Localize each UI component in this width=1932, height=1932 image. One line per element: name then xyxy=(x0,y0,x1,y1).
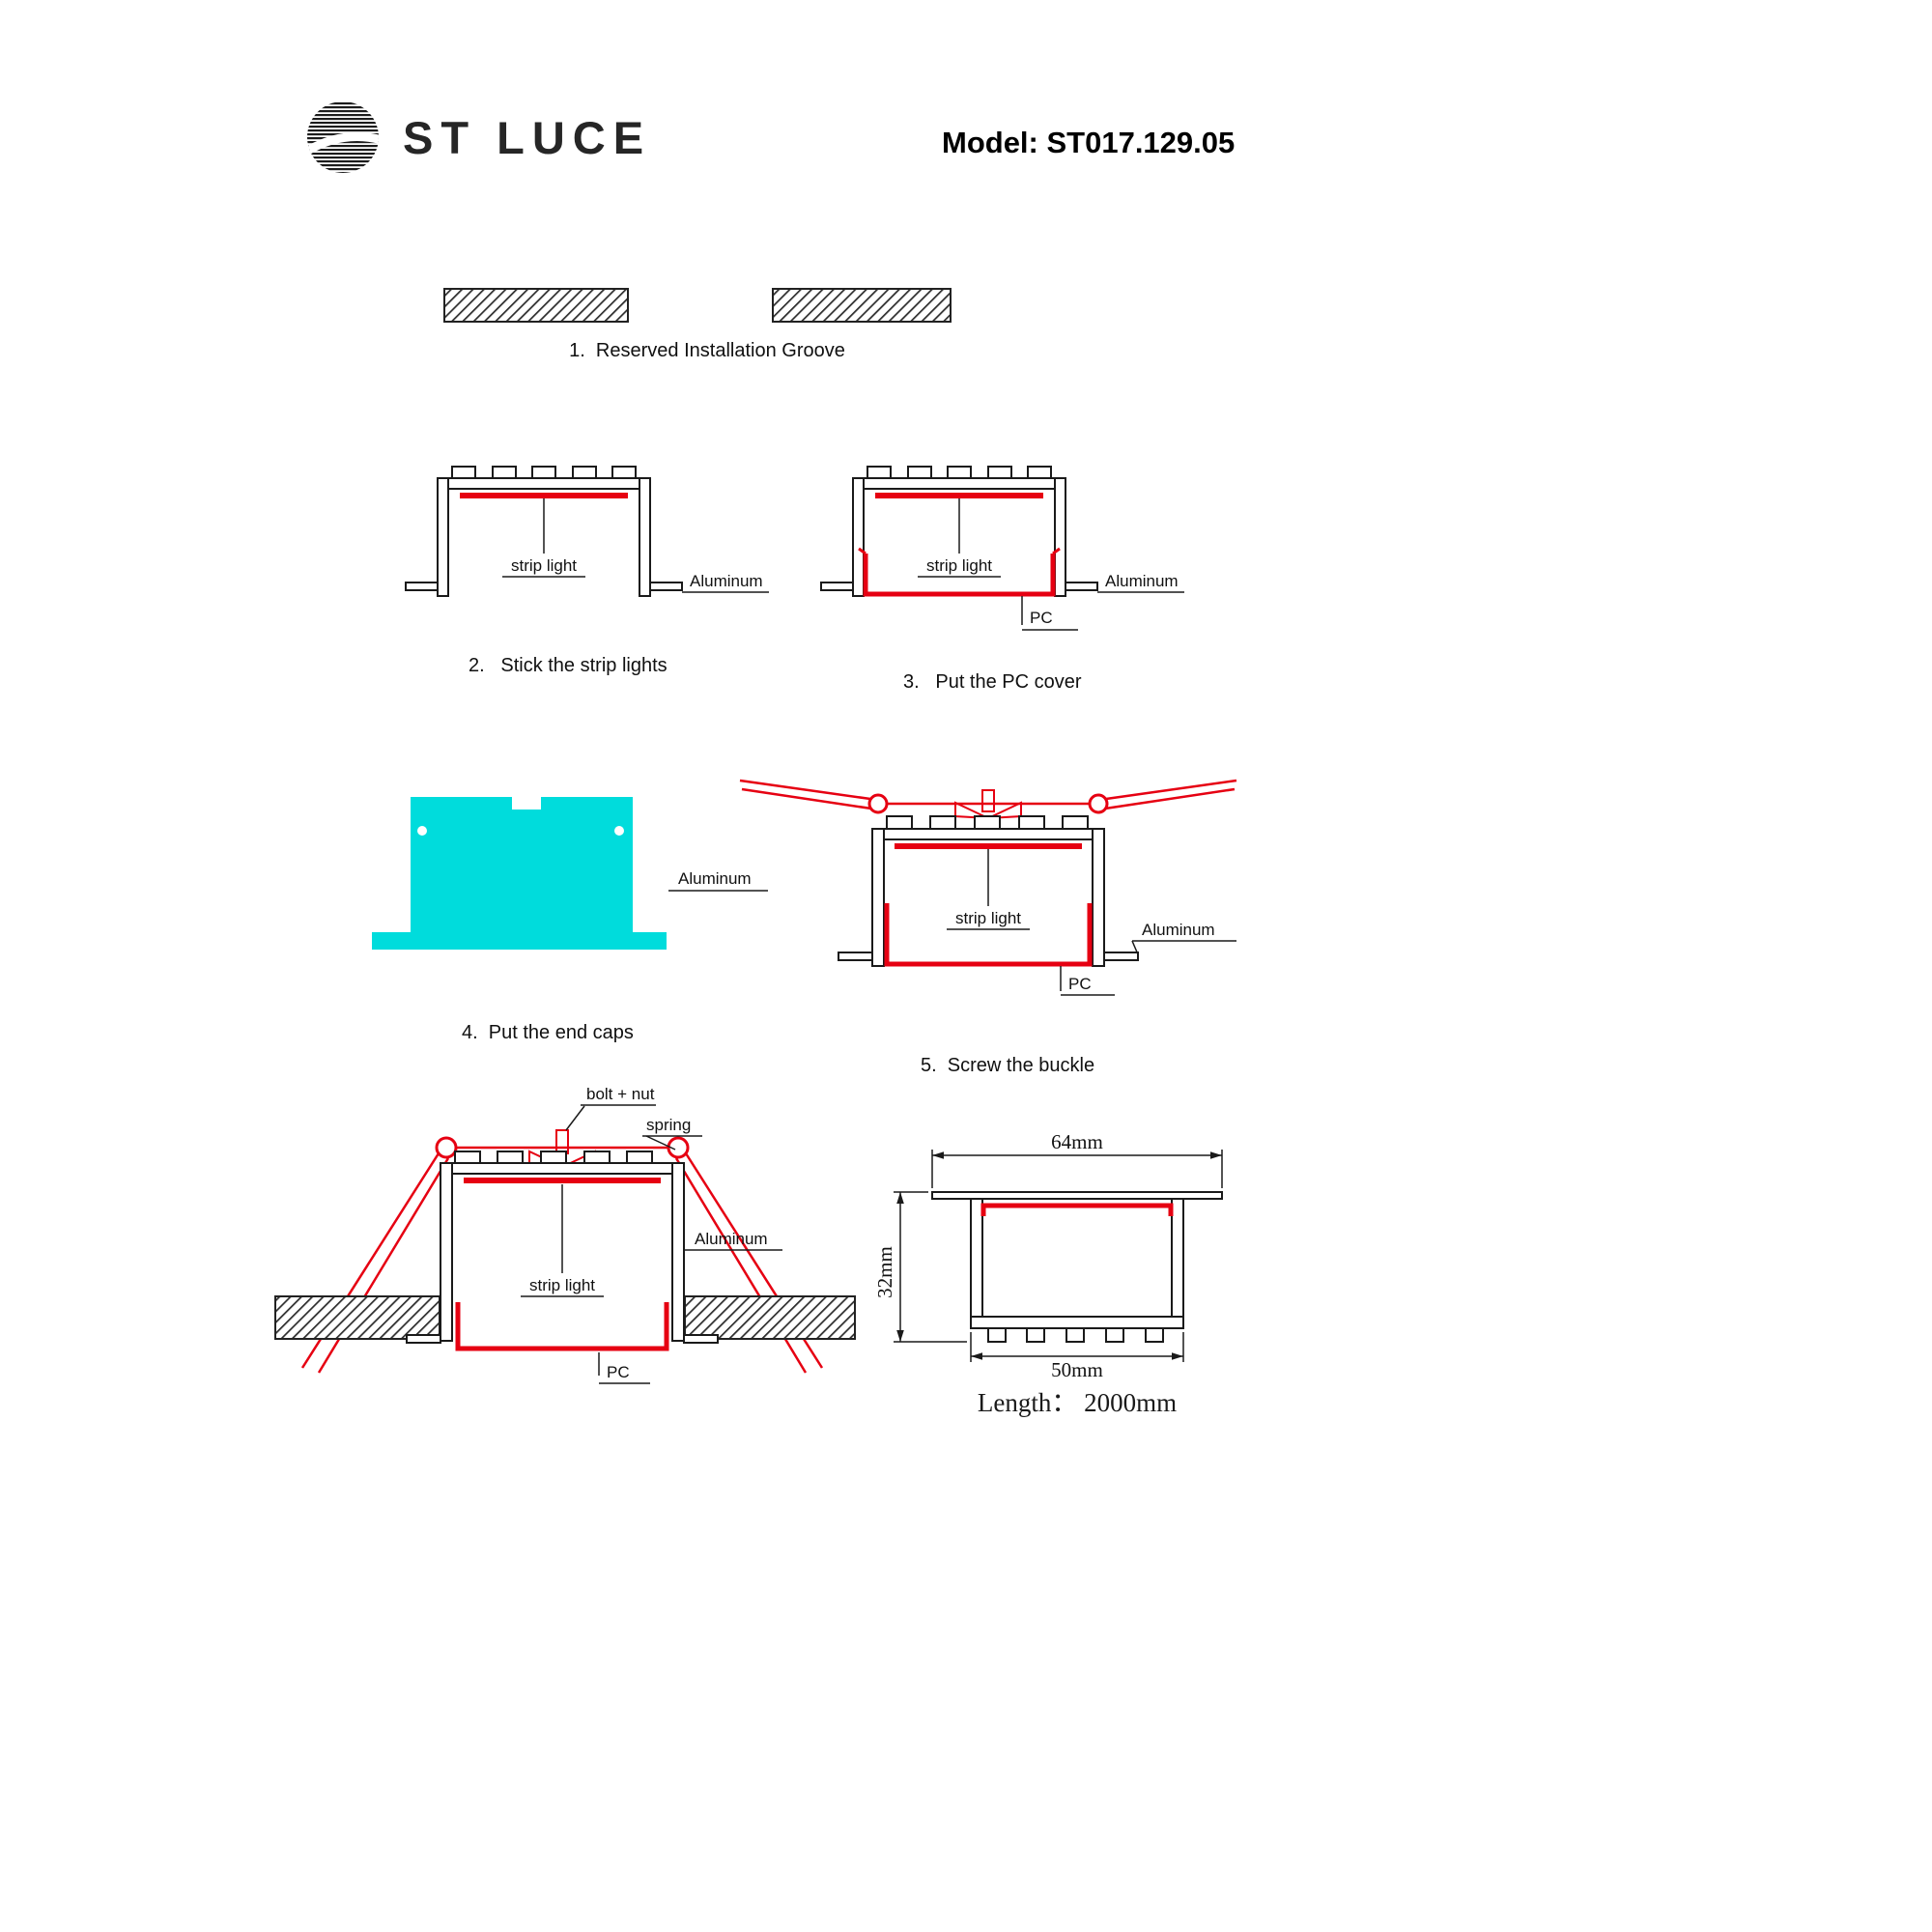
step3-caption: 3. Put the PC cover xyxy=(903,671,1082,693)
wing-nut xyxy=(954,801,1022,819)
pc-cover xyxy=(863,554,1056,597)
strip-light-bar xyxy=(875,493,1043,498)
step2-caption: 2. Stick the strip lights xyxy=(469,655,668,676)
aluminum-label: Aluminum xyxy=(678,869,752,888)
brand-lockup: ST LUCE xyxy=(304,99,651,176)
pc-cover-hooks xyxy=(858,547,1061,555)
model-number: Model: ST017.129.05 xyxy=(942,126,1236,159)
stluce-logo-icon xyxy=(307,101,379,173)
bolt-nut-label: bolt + nut xyxy=(586,1085,655,1103)
strip-light-label: strip light xyxy=(529,1276,595,1294)
strip-light-label: strip light xyxy=(955,909,1021,927)
ceiling-right xyxy=(684,1295,856,1340)
aluminum-label: Aluminum xyxy=(1142,921,1215,939)
aluminum-profile xyxy=(838,815,1139,967)
length-spec: Length： 2000mm xyxy=(977,1388,1178,1417)
end-cap-hole-right xyxy=(614,826,624,836)
buckle-pivot-right xyxy=(667,1136,690,1159)
aluminum-profile xyxy=(406,1151,719,1344)
strip-light-label: strip light xyxy=(926,556,992,575)
strip-light-bar xyxy=(460,493,628,498)
aluminum-profile xyxy=(931,1191,1223,1343)
aluminum-label: Aluminum xyxy=(690,572,763,590)
pc-cover xyxy=(884,903,1093,967)
groove-right xyxy=(772,288,952,323)
end-cap-hole-left xyxy=(417,826,427,836)
groove-left xyxy=(443,288,629,323)
pc-label: PC xyxy=(1030,609,1053,627)
bolt xyxy=(555,1129,569,1154)
buckle-pivot-left xyxy=(867,793,889,814)
spring-leader xyxy=(645,1135,676,1151)
aluminum-leader xyxy=(1131,940,1139,955)
bolt-nut-leader xyxy=(565,1105,585,1131)
step4-endcap-drawing: Aluminum xyxy=(372,797,768,950)
strip-light-bar xyxy=(464,1178,661,1183)
dim-height: 32mm xyxy=(874,1246,896,1298)
aluminum-profile xyxy=(405,466,683,597)
brand-name: ST LUCE xyxy=(403,111,652,163)
buckle-springs xyxy=(739,779,1237,810)
step1-caption: 1. Reserved Installation Groove xyxy=(569,340,845,361)
pc-label: PC xyxy=(1068,975,1092,993)
spring-label: spring xyxy=(646,1116,691,1134)
pc-cover xyxy=(455,1302,669,1351)
buckle-pivot-right xyxy=(1088,793,1109,814)
pc-cover xyxy=(980,1203,1174,1216)
strip-light-label: strip light xyxy=(511,556,577,575)
ceiling-left xyxy=(274,1295,440,1340)
step4-caption: 4. Put the end caps xyxy=(462,1022,634,1043)
aluminum-profile xyxy=(820,466,1098,597)
step1-groove-drawing xyxy=(443,288,952,323)
step2-profile-drawing: strip light Aluminum xyxy=(405,466,769,597)
step3-profile-drawing: strip light Aluminum PC xyxy=(820,466,1184,631)
aluminum-label: Aluminum xyxy=(1105,572,1179,590)
end-cap xyxy=(372,797,667,950)
aluminum-label: Aluminum xyxy=(695,1230,768,1248)
step5-buckle-drawing: strip light Aluminum PC xyxy=(739,779,1237,996)
dim-bottom-width: 50mm xyxy=(1051,1358,1103,1378)
pc-label: PC xyxy=(607,1363,630,1381)
strip-light-bar xyxy=(895,843,1082,849)
dimension-drawing: 64mm 32mm 50mm xyxy=(874,1130,1223,1378)
buckle-pivot-left xyxy=(435,1136,458,1159)
installed-assembly-drawing: bolt + nut spring Aluminum strip light P… xyxy=(274,1085,856,1384)
bolt xyxy=(981,789,995,812)
step5-caption: 5. Screw the buckle xyxy=(921,1055,1095,1076)
dim-top-width: 64mm xyxy=(1051,1130,1103,1153)
dimension-lines xyxy=(894,1150,1223,1362)
